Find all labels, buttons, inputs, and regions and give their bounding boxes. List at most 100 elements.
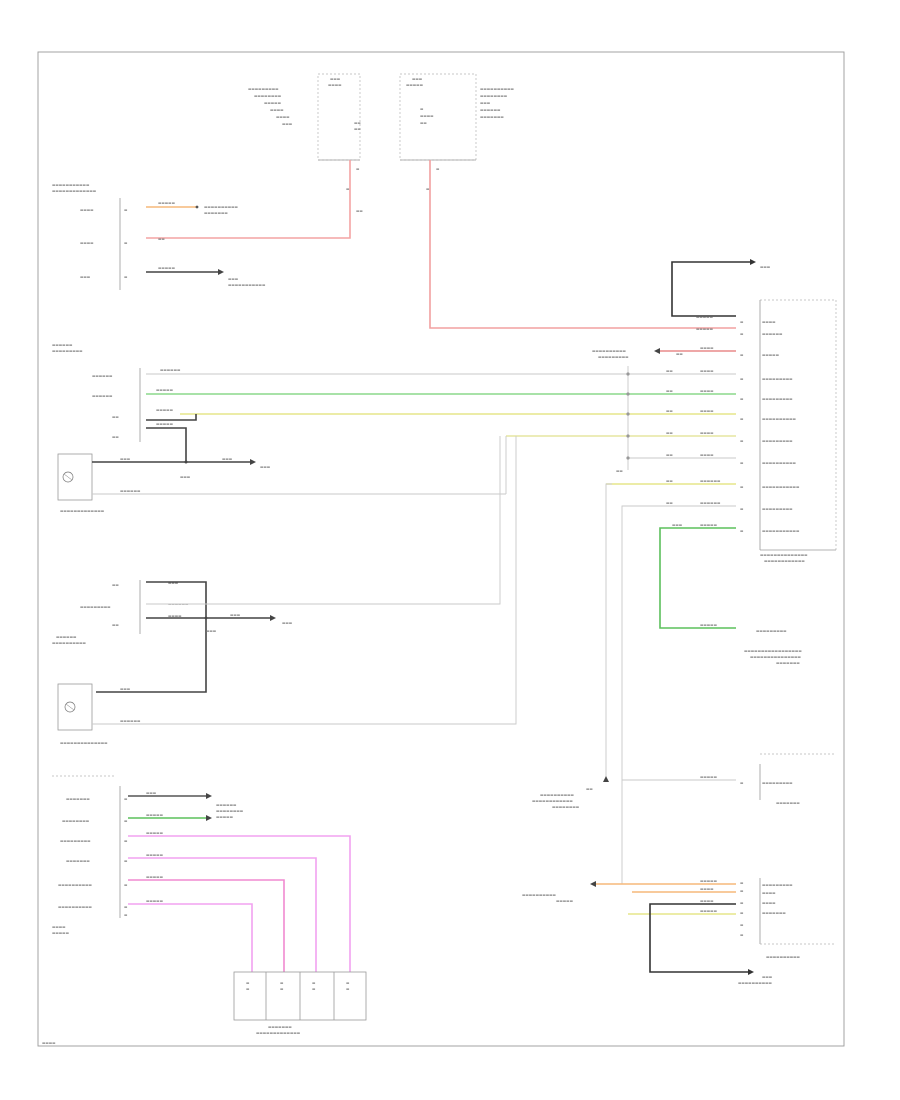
svg-text:▬▬▬: ▬▬▬	[120, 457, 131, 461]
svg-text:▬: ▬	[740, 889, 744, 893]
svg-text:▬▬▬▬▬▬: ▬▬▬▬▬▬	[120, 719, 141, 723]
svg-text:▬▬▬▬▬▬▬▬▬: ▬▬▬▬▬▬▬▬▬	[598, 355, 629, 359]
svg-text:▬▬▬: ▬▬▬	[760, 265, 771, 269]
svg-text:▬▬▬: ▬▬▬	[672, 523, 683, 527]
svg-text:▬▬: ▬▬	[666, 431, 673, 435]
left-front-lamp-assembly: ▬▬▬▬▬▬ ▬▬▬▬▬▬▬▬▬ ▬▬▬▬▬▬ ▬▬▬▬▬▬ ▬▬ ▬▬ ▬▬▬…	[52, 343, 181, 442]
svg-text:▬▬▬▬▬▬▬▬▬▬▬: ▬▬▬▬▬▬▬▬▬▬▬	[762, 485, 800, 489]
wire-black-right-top	[671, 261, 750, 317]
svg-text:▬▬▬▬▬▬▬: ▬▬▬▬▬▬▬	[268, 1025, 292, 1029]
svg-text:▬▬▬▬▬▬▬▬▬▬: ▬▬▬▬▬▬▬▬▬▬	[540, 793, 575, 797]
svg-text:▬: ▬	[740, 881, 744, 885]
svg-text:▬▬▬▬▬: ▬▬▬▬▬	[156, 408, 174, 412]
left-front-turn-lamp	[57, 453, 93, 501]
svg-text:▬: ▬	[740, 461, 744, 465]
ground-arrow-icon	[218, 269, 224, 275]
svg-text:▬▬▬▬▬▬▬▬▬▬▬▬▬: ▬▬▬▬▬▬▬▬▬▬▬▬▬	[52, 189, 97, 193]
svg-text:▬▬▬▬: ▬▬▬▬	[328, 83, 342, 87]
svg-text:▬: ▬	[124, 275, 128, 279]
svg-text:▬▬▬▬▬▬▬▬▬: ▬▬▬▬▬▬▬▬▬	[762, 507, 793, 511]
svg-text:▬▬▬▬▬▬▬▬▬: ▬▬▬▬▬▬▬▬▬	[762, 377, 793, 381]
svg-text:▬▬▬▬▬▬▬▬▬▬: ▬▬▬▬▬▬▬▬▬▬	[766, 955, 801, 959]
svg-text:▬▬▬: ▬▬▬	[762, 975, 773, 979]
svg-text:▬▬▬▬: ▬▬▬▬	[700, 369, 714, 373]
wire-black-bottom-right	[649, 903, 748, 973]
svg-text:▬▬▬▬▬: ▬▬▬▬▬	[264, 101, 282, 105]
svg-text:▬▬▬▬▬: ▬▬▬▬▬	[406, 83, 424, 87]
svg-text:▬: ▬	[740, 320, 744, 324]
svg-text:▬: ▬	[246, 987, 250, 991]
svg-text:▬▬▬: ▬▬▬	[480, 101, 491, 105]
svg-text:▬▬▬: ▬▬▬	[330, 77, 341, 81]
svg-text:▬▬▬▬▬: ▬▬▬▬▬	[696, 327, 714, 331]
svg-text:▬▬▬▬▬▬▬▬▬▬▬▬▬: ▬▬▬▬▬▬▬▬▬▬▬▬▬	[256, 1031, 301, 1035]
svg-text:▬▬▬▬▬▬: ▬▬▬▬▬▬	[52, 343, 73, 347]
svg-text:▬: ▬	[280, 987, 284, 991]
svg-text:▬: ▬	[124, 797, 128, 801]
svg-text:▬▬: ▬▬	[420, 121, 427, 125]
wire-black-lt-1	[146, 414, 197, 421]
svg-text:▬: ▬	[740, 485, 744, 489]
svg-text:▬▬▬▬: ▬▬▬▬	[762, 901, 776, 905]
svg-text:▬▬▬▬: ▬▬▬▬	[276, 115, 290, 119]
svg-text:▬▬▬▬▬▬: ▬▬▬▬▬▬	[160, 368, 181, 372]
svg-text:▬: ▬	[124, 208, 128, 212]
svg-text:▬▬▬▬: ▬▬▬▬	[700, 453, 714, 457]
svg-text:▬: ▬	[740, 923, 744, 927]
svg-text:▬▬▬▬: ▬▬▬▬	[80, 241, 94, 245]
svg-text:▬▬▬▬▬▬▬: ▬▬▬▬▬▬▬	[66, 797, 90, 801]
wire-green-loop	[659, 527, 736, 629]
svg-text:▬▬: ▬▬	[112, 583, 119, 587]
svg-text:▬▬▬▬▬: ▬▬▬▬▬	[158, 266, 176, 270]
svg-text:▬▬▬▬▬▬▬▬▬▬▬: ▬▬▬▬▬▬▬▬▬▬▬	[52, 183, 90, 187]
right-front-turn-lamp	[57, 683, 93, 731]
top-left-module: ▬▬▬▬▬▬▬▬▬▬▬ ▬▬▬▬▬▬▬▬▬▬▬▬▬ ▬▬▬▬ ▬▬▬▬ ▬▬▬ …	[52, 183, 128, 290]
svg-text:▬: ▬	[740, 507, 744, 511]
svg-text:▬▬: ▬▬	[586, 787, 593, 791]
svg-text:▬: ▬	[346, 187, 350, 191]
svg-text:▬▬▬▬▬▬▬▬▬▬▬▬: ▬▬▬▬▬▬▬▬▬▬▬▬	[764, 559, 805, 563]
svg-text:▬: ▬	[436, 167, 440, 171]
svg-text:▬▬▬: ▬▬▬	[230, 613, 241, 617]
svg-text:▬▬▬▬▬▬▬: ▬▬▬▬▬▬▬	[480, 115, 504, 119]
svg-text:▬▬▬▬▬: ▬▬▬▬▬	[700, 523, 718, 527]
svg-text:▬: ▬	[124, 883, 128, 887]
svg-text:▬▬▬▬▬▬▬▬▬▬: ▬▬▬▬▬▬▬▬▬▬	[592, 349, 627, 353]
svg-text:▬▬▬▬▬: ▬▬▬▬▬	[556, 899, 574, 903]
svg-text:▬▬: ▬▬	[666, 389, 673, 393]
svg-text:▬▬▬▬▬▬▬▬▬▬▬▬: ▬▬▬▬▬▬▬▬▬▬▬▬	[532, 799, 573, 803]
svg-text:▬▬▬▬▬▬▬▬▬▬: ▬▬▬▬▬▬▬▬▬▬	[58, 905, 93, 909]
svg-text:▬▬▬▬: ▬▬▬▬	[168, 614, 182, 618]
svg-text:▬▬▬▬▬▬▬▬▬: ▬▬▬▬▬▬▬▬▬	[248, 87, 279, 91]
svg-text:▬: ▬	[124, 819, 128, 823]
right-module-box: ▬▬▬▬ ▬▬▬▬▬▬ ▬▬▬▬▬ ▬▬▬▬▬▬▬▬▬ ▬▬▬▬▬▬▬▬▬ ▬▬…	[740, 299, 837, 563]
svg-text:▬▬▬▬▬▬▬▬▬▬: ▬▬▬▬▬▬▬▬▬▬	[522, 893, 557, 897]
svg-text:▬: ▬	[356, 167, 360, 171]
svg-text:▬▬: ▬▬	[616, 469, 623, 473]
svg-text:▬▬▬▬▬▬: ▬▬▬▬▬▬	[92, 394, 113, 398]
ground-arrow-icon	[270, 615, 276, 621]
svg-text:▬▬▬▬▬: ▬▬▬▬▬	[146, 853, 164, 857]
svg-text:▬▬▬▬▬: ▬▬▬▬▬	[146, 831, 164, 835]
wire-pink-3	[128, 879, 285, 972]
svg-text:▬▬▬▬▬: ▬▬▬▬▬	[700, 775, 718, 779]
svg-text:▬: ▬	[124, 905, 128, 909]
svg-text:▬: ▬	[740, 439, 744, 443]
svg-text:▬▬▬: ▬▬▬	[80, 275, 91, 279]
svg-text:▬: ▬	[740, 397, 744, 401]
svg-text:▬▬: ▬▬	[112, 415, 119, 419]
svg-text:▬▬▬▬▬▬: ▬▬▬▬▬▬	[700, 501, 721, 505]
svg-text:▬▬▬▬▬: ▬▬▬▬▬	[696, 315, 714, 319]
svg-text:▬▬▬▬▬▬▬▬: ▬▬▬▬▬▬▬▬	[254, 94, 282, 98]
svg-text:▬▬▬▬▬▬▬▬▬: ▬▬▬▬▬▬▬▬▬	[762, 781, 793, 785]
svg-text:▬▬▬▬▬: ▬▬▬▬▬	[146, 875, 164, 879]
svg-text:▬: ▬	[346, 981, 350, 985]
svg-text:▬: ▬	[740, 901, 744, 905]
svg-text:▬▬▬▬▬▬▬▬▬▬: ▬▬▬▬▬▬▬▬▬▬	[480, 87, 515, 91]
svg-text:▬: ▬	[740, 911, 744, 915]
ground-arrow-icon	[750, 259, 756, 265]
wire-white-rt-signal	[146, 436, 501, 605]
svg-text:▬▬▬▬▬▬▬▬: ▬▬▬▬▬▬▬▬	[216, 809, 244, 813]
svg-text:▬▬▬▬▬▬▬▬▬: ▬▬▬▬▬▬▬▬▬	[52, 349, 83, 353]
